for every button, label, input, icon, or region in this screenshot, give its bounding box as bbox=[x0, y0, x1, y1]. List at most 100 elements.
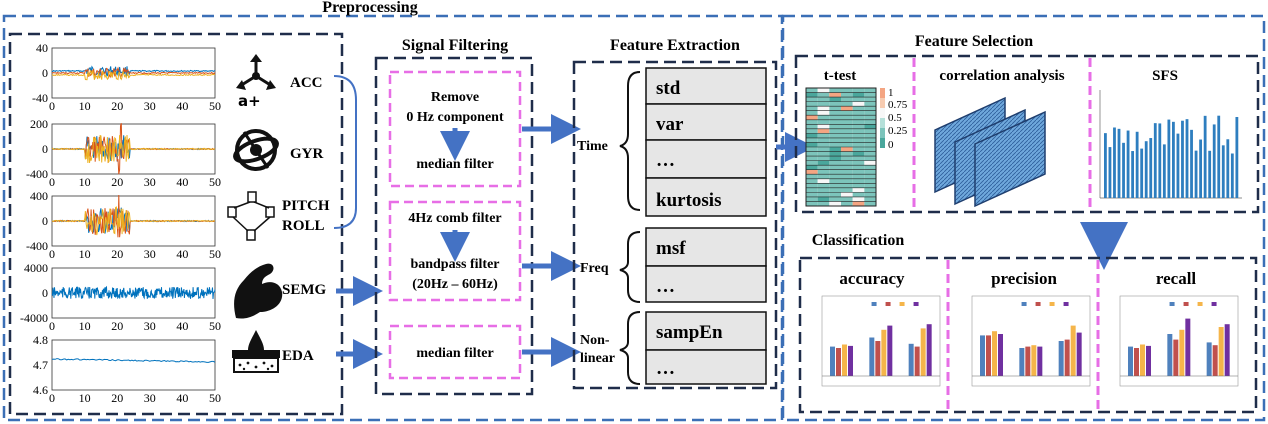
heatmap-cell bbox=[852, 128, 865, 134]
mini-chart-2 bbox=[1119, 295, 1239, 387]
mini-bar bbox=[1031, 345, 1037, 376]
preprocessing-title: Preprocessing bbox=[322, 0, 417, 16]
heatmap-cell bbox=[864, 124, 876, 129]
sfs-bar bbox=[1194, 150, 1198, 198]
heatmap-cell bbox=[864, 192, 876, 197]
heatmap-cell bbox=[817, 101, 830, 107]
heatmap-cell bbox=[806, 92, 818, 98]
colorbar-tick-025: 0.25 bbox=[888, 125, 908, 137]
heatmap-cell bbox=[864, 119, 876, 125]
acc-icon: a+ bbox=[236, 54, 276, 110]
mini-legend-swatch bbox=[885, 302, 891, 306]
filter-1-line-2: 0 Hz component bbox=[406, 110, 504, 125]
filter-box-2 bbox=[388, 200, 522, 302]
filter-2-line-3: (20Hz – 60Hz) bbox=[412, 277, 498, 292]
heatmap-cell bbox=[864, 88, 876, 93]
mini-bar bbox=[908, 343, 914, 376]
colorbar-step bbox=[880, 138, 885, 148]
nonlinear-feature-boxes bbox=[645, 311, 767, 385]
mini-legend-swatch bbox=[1063, 302, 1069, 306]
heatmap-cell bbox=[829, 137, 841, 143]
feature-freq-ellipsis: … bbox=[656, 276, 675, 297]
freq-label: Freq bbox=[580, 261, 609, 276]
svg-text:a+: a+ bbox=[238, 92, 261, 110]
heatmap-cell bbox=[829, 119, 841, 125]
feature-extraction-title: Feature Extraction bbox=[610, 37, 740, 54]
signal-trace bbox=[51, 69, 216, 81]
heatmap-cell bbox=[852, 119, 865, 125]
x-tick-label: 50 bbox=[209, 391, 221, 405]
heatmap-cell bbox=[817, 97, 830, 102]
heatmap-cell bbox=[864, 151, 876, 157]
heatmap-cell bbox=[817, 187, 830, 193]
mini-bar bbox=[848, 345, 853, 376]
heatmap-cell bbox=[864, 101, 876, 107]
heatmap-cell bbox=[817, 178, 830, 184]
x-tick-label: 50 bbox=[209, 247, 221, 261]
heatmap-cell bbox=[841, 142, 853, 147]
x-tick-label: 20 bbox=[111, 247, 123, 261]
ttest-label: t-test bbox=[824, 68, 856, 84]
heatmap-cell bbox=[817, 156, 830, 161]
colorbar-tick-1: 1 bbox=[888, 87, 894, 99]
heatmap-cell bbox=[841, 110, 853, 116]
heatmap-cell bbox=[841, 97, 853, 102]
x-tick-label: 40 bbox=[176, 391, 188, 405]
y-tick-label: 4.7 bbox=[33, 358, 48, 372]
colorbar-step bbox=[880, 88, 885, 98]
signal-trace bbox=[52, 65, 216, 77]
heatmap-cell bbox=[829, 196, 841, 202]
mini-bar bbox=[881, 329, 887, 376]
heatmap-cell bbox=[817, 115, 830, 120]
colorbar-tick-05: 0.5 bbox=[888, 112, 902, 124]
x-tick-label: 0 bbox=[49, 391, 55, 405]
y-tick-label: 0 bbox=[42, 286, 48, 300]
sfs-bar bbox=[1162, 144, 1166, 198]
label-acc: ACC bbox=[290, 75, 323, 91]
mini-bar bbox=[1146, 345, 1151, 376]
heatmap-cell bbox=[852, 160, 865, 166]
mini-legend-swatch bbox=[899, 302, 905, 306]
mini-bar bbox=[1064, 339, 1070, 376]
heatmap-cell bbox=[852, 124, 865, 129]
heatmap-cell bbox=[817, 151, 830, 157]
heatmap-cell bbox=[806, 106, 818, 111]
sfs-bar bbox=[1117, 128, 1121, 198]
mini-bar bbox=[914, 346, 920, 376]
signal-filtering-frame bbox=[374, 56, 534, 396]
semg-trace bbox=[51, 285, 216, 300]
heatmap-cell bbox=[806, 174, 818, 179]
mini-bar bbox=[830, 346, 835, 376]
heatmap-cell bbox=[864, 110, 876, 116]
heatmap-cell bbox=[829, 115, 841, 120]
heatmap-cell bbox=[864, 178, 876, 184]
heatmap-cell bbox=[829, 92, 841, 98]
heatmap-cell bbox=[829, 101, 841, 107]
mini-bar bbox=[1128, 346, 1133, 376]
feature-selection-title: Feature Selection bbox=[915, 33, 1033, 50]
x-tick-label: 20 bbox=[111, 391, 123, 405]
classification-frame bbox=[798, 256, 1258, 414]
heatmap-cell bbox=[806, 133, 818, 138]
heatmap-cell bbox=[829, 133, 841, 138]
freq-feature-boxes bbox=[645, 227, 767, 303]
heatmap-cell bbox=[829, 128, 841, 134]
y-tick-label: 4.6 bbox=[33, 383, 48, 397]
x-tick-label: 10 bbox=[79, 391, 91, 405]
sfs-bar bbox=[1140, 148, 1144, 198]
heatmap-cell bbox=[829, 178, 841, 184]
heatmap-cell bbox=[864, 156, 876, 161]
heatmap-cell bbox=[817, 201, 830, 206]
x-tick-label: 10 bbox=[79, 99, 91, 113]
heatmap-cell bbox=[841, 151, 853, 157]
label-gyr: GYR bbox=[290, 146, 324, 162]
sfs-bar bbox=[1149, 138, 1153, 198]
heatmap-cell bbox=[841, 88, 853, 93]
heatmap-cell bbox=[841, 115, 853, 120]
correlation-matrices bbox=[934, 96, 1046, 208]
heatmap-cell bbox=[806, 151, 818, 157]
mini-legend-swatch bbox=[1197, 302, 1203, 306]
selection-frame bbox=[781, 14, 1266, 422]
